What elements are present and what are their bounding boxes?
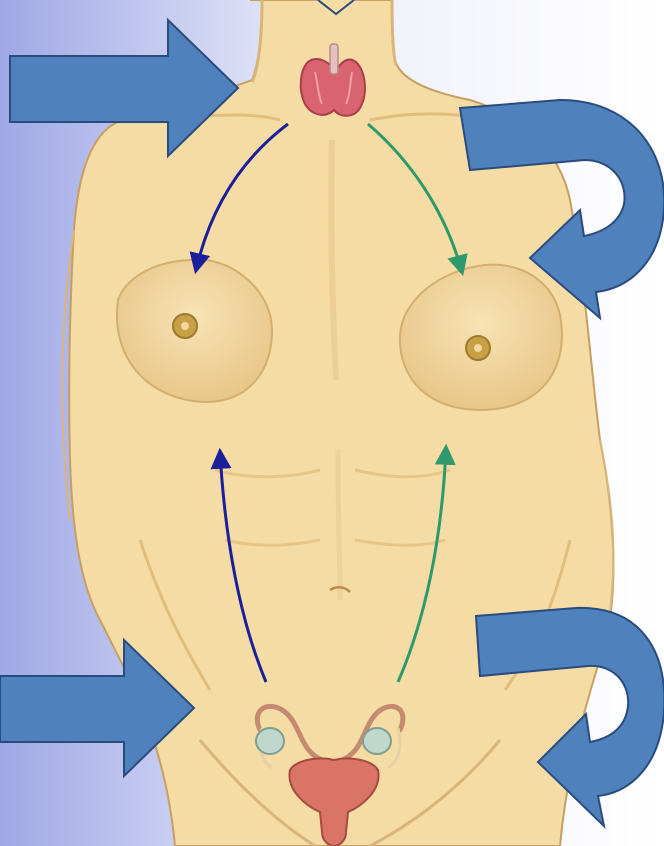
- left-nipple: [173, 314, 197, 338]
- right-nipple: [466, 336, 490, 360]
